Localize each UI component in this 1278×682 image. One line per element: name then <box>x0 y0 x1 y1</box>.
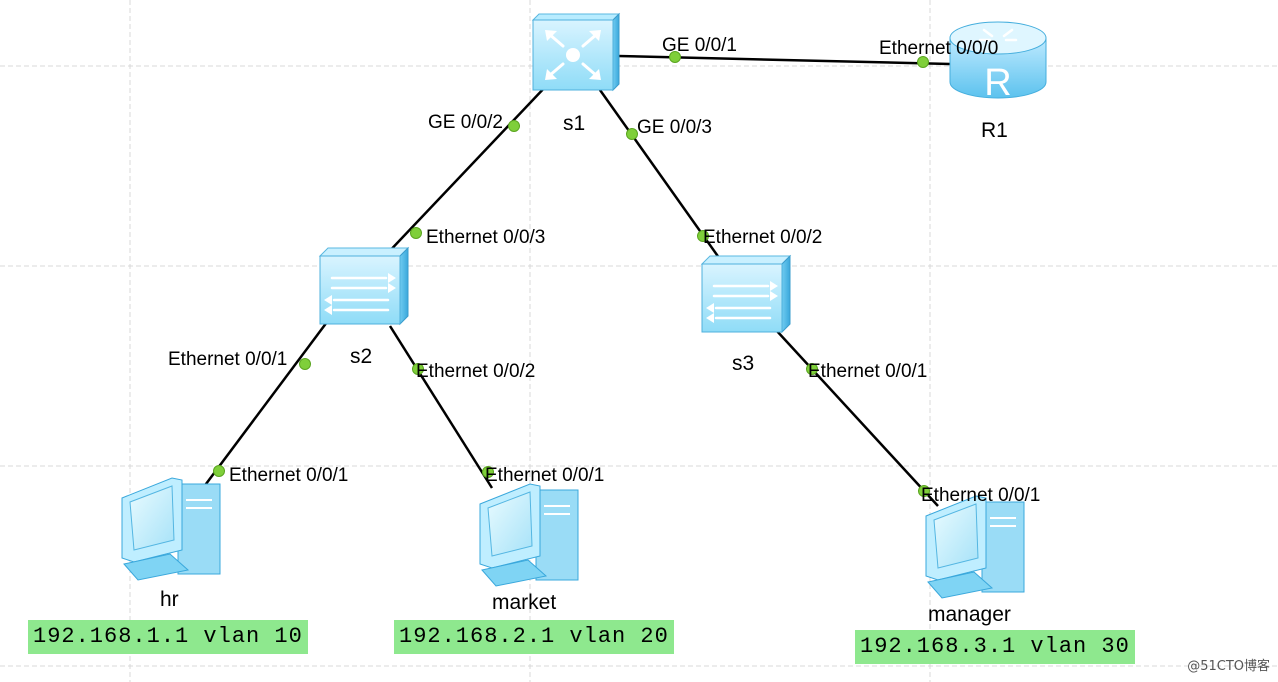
device-label-s3: s3 <box>732 352 754 375</box>
device-label-hr: hr <box>160 588 179 611</box>
port-label-s1-ge1: GE 0/0/1 <box>662 35 737 56</box>
port-label-r1-e0: Ethernet 0/0/0 <box>879 38 998 59</box>
port-label-s2-e1: Ethernet 0/0/1 <box>168 349 287 370</box>
device-label-s1: s1 <box>563 112 585 135</box>
pc-icon[interactable] <box>121 477 221 581</box>
device-label-r1: R1 <box>981 119 1008 142</box>
router-icon[interactable]: R <box>949 21 1047 104</box>
device-label-manager: manager <box>928 603 1011 626</box>
port-dot-market-e1 <box>482 466 494 478</box>
port-dot-s1-ge3 <box>626 128 638 140</box>
access-switch-icon[interactable] <box>318 246 410 326</box>
port-label-hr-e1: Ethernet 0/0/1 <box>229 465 348 486</box>
port-dot-hr-e1 <box>213 465 225 477</box>
pc-icon[interactable] <box>925 495 1025 599</box>
ip-annotation-manager: 192.168.3.1 vlan 30 <box>855 630 1135 664</box>
port-dot-manager-e1 <box>918 485 930 497</box>
ip-annotation-hr: 192.168.1.1 vlan 10 <box>28 620 308 654</box>
port-label-s2-e3: Ethernet 0/0/3 <box>426 227 545 248</box>
port-label-s3-e2: Ethernet 0/0/2 <box>703 227 822 248</box>
link-s1-s2[interactable] <box>382 83 549 259</box>
port-dot-r1-e0 <box>917 56 929 68</box>
port-dot-s3-e1 <box>806 363 818 375</box>
port-label-manager-e1: Ethernet 0/0/1 <box>921 485 1040 506</box>
watermark: @51CTO博客 <box>1187 659 1270 674</box>
ip-annotation-market: 192.168.2.1 vlan 20 <box>394 620 674 654</box>
port-dot-s1-ge2 <box>508 120 520 132</box>
core-switch-icon[interactable] <box>531 12 621 92</box>
port-dot-s1-ge1 <box>669 51 681 63</box>
link-s3-manager[interactable] <box>775 329 939 507</box>
device-labels: s1 R1 s2 s3 hr market manager <box>160 112 1011 626</box>
access-switch-icon[interactable] <box>700 254 792 334</box>
device-label-s2: s2 <box>350 345 372 368</box>
port-dot-s2-e1 <box>299 358 311 370</box>
link-s2-market[interactable] <box>388 325 494 489</box>
port-dot-s2-e2 <box>412 363 424 375</box>
port-dots <box>213 51 930 497</box>
port-label-s1-ge2: GE 0/0/2 <box>428 112 503 133</box>
port-dot-s3-e2 <box>697 230 709 242</box>
pc-icon[interactable] <box>479 483 579 587</box>
device-label-market: market <box>492 591 556 614</box>
port-label-s1-ge3: GE 0/0/3 <box>637 117 712 138</box>
svg-text:R: R <box>984 62 1011 104</box>
link-s2-hr[interactable] <box>198 317 332 493</box>
port-label-s3-e1: Ethernet 0/0/1 <box>808 361 927 382</box>
port-label-market-e1: Ethernet 0/0/1 <box>485 465 604 486</box>
port-label-s2-e2: Ethernet 0/0/2 <box>416 361 535 382</box>
port-dot-s2-e3 <box>410 227 422 239</box>
port-labels: GE 0/0/1 Ethernet 0/0/0 GE 0/0/2 GE 0/0/… <box>168 35 1040 506</box>
